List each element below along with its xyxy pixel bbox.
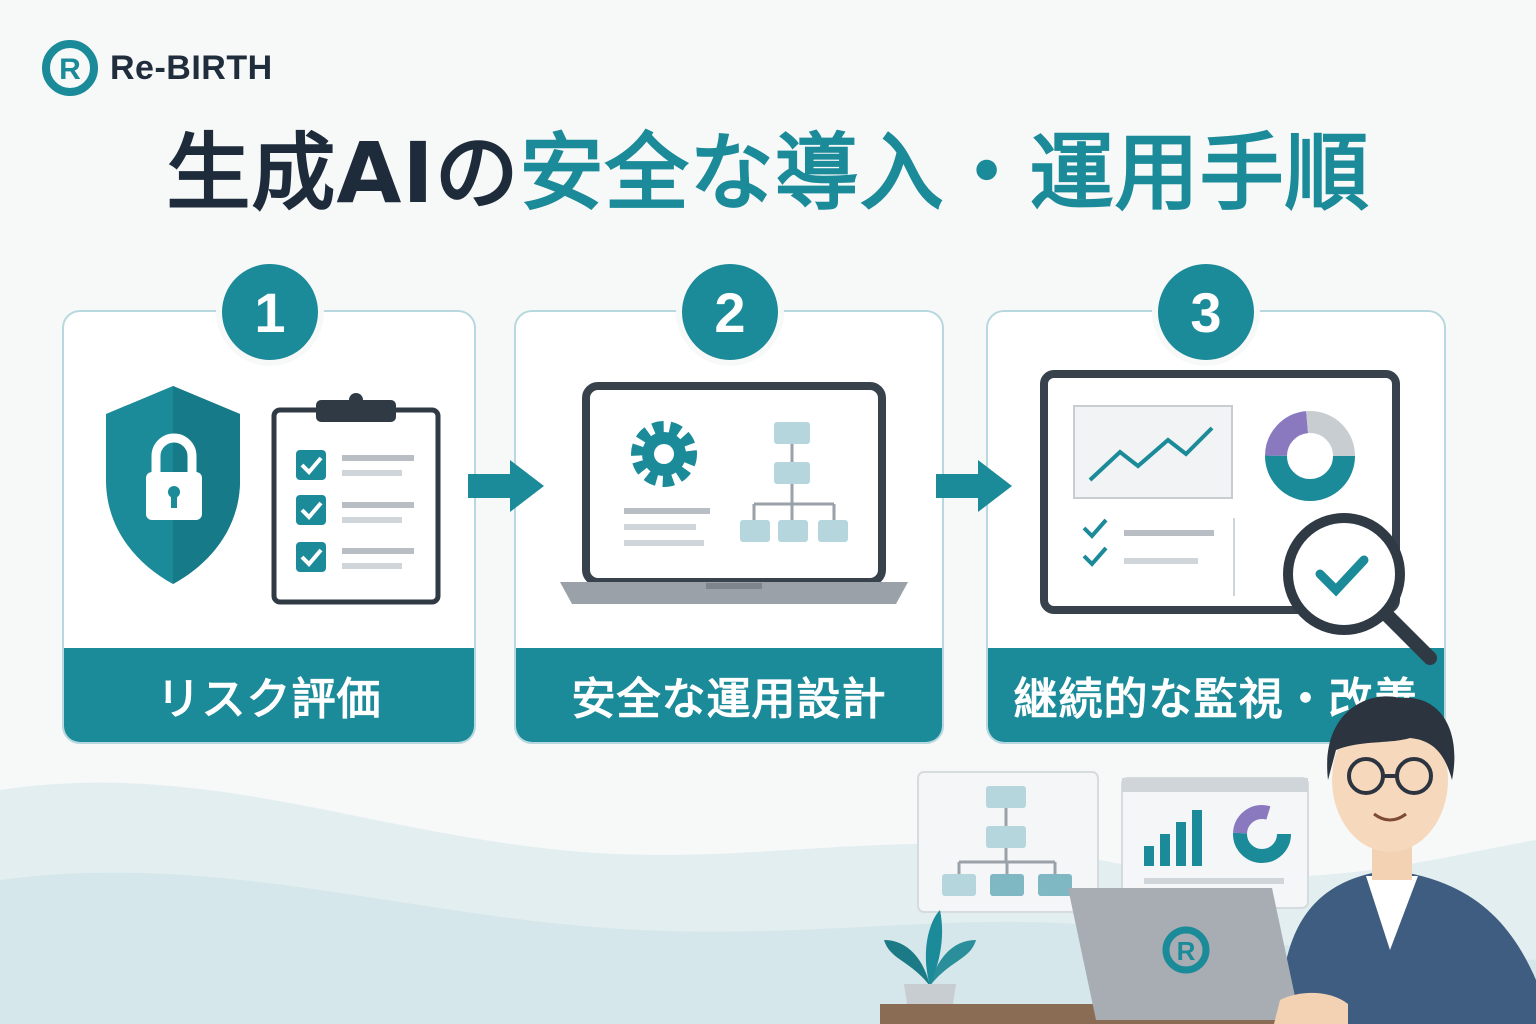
background-panels [917,771,1309,913]
flowchart-icon [740,422,848,542]
arrow-right-icon [936,460,1012,512]
checklist-clipboard-icon [271,393,441,605]
step-number-3: 3 [1152,258,1260,366]
step-label-1: リスク評価 [64,648,474,742]
line-chart-icon [1088,426,1214,482]
step-label-2: 安全な運用設計 [516,648,942,742]
arrow-right-icon [468,460,544,512]
donut-chart-icon [1265,411,1355,501]
svg-text:R: R [59,53,81,86]
magnifier-check-icon [1283,513,1437,665]
page-title: 生成AIの安全な導入・運用手順 [0,118,1536,228]
monitor-dashboard-icon [1040,370,1437,665]
laptop-back-icon: R [1068,888,1348,1024]
brand-logo[interactable]: R Re-BIRTH [40,38,273,98]
person-illustration [1280,696,1536,1024]
shield-lock-icon [106,386,240,584]
brand-name: Re-BIRTH [110,48,273,87]
svg-text:R: R [1177,936,1196,966]
gear-icon [631,421,697,487]
step-number-1: 1 [216,258,324,366]
step-number-2: 2 [676,258,784,366]
laptop-icon [560,382,908,604]
title-part1: 生成AIの [166,124,520,222]
logo-icon: R [42,40,98,96]
title-part2: 安全な導入・運用手順 [519,124,1370,222]
